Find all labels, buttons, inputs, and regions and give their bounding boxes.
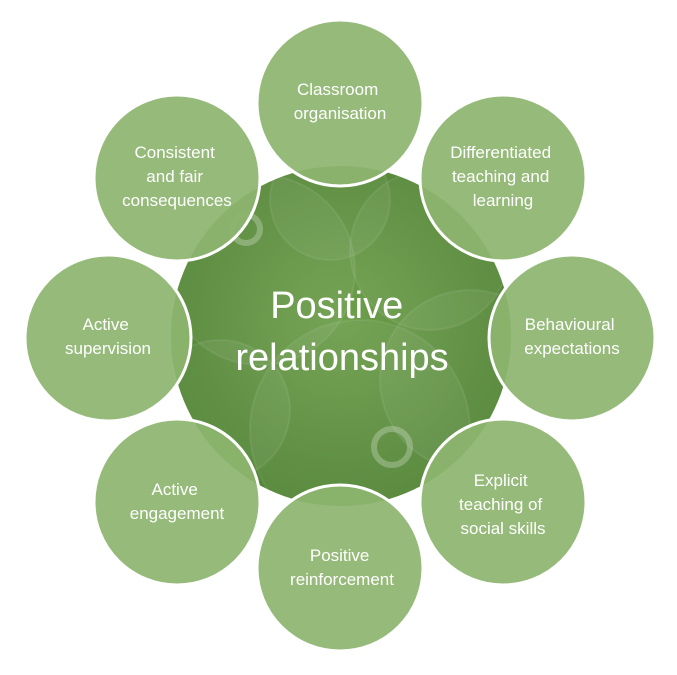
node-differentiated-teaching: Differentiated teaching and learning bbox=[418, 93, 588, 263]
node-label: Behavioural expectations bbox=[524, 315, 619, 358]
node-label-line: learning bbox=[473, 191, 534, 210]
node-consistent-consequences: Consistent and fair consequences bbox=[92, 93, 262, 263]
node-label-line: Explicit bbox=[474, 471, 528, 490]
node-label-line: and fair bbox=[146, 167, 203, 186]
node-label-line: consequences bbox=[122, 191, 232, 210]
node-label-line: Classroom bbox=[297, 80, 378, 99]
node-positive-reinforcement: Positive reinforcement bbox=[255, 483, 425, 653]
node-circle bbox=[92, 93, 262, 263]
node-label-line: supervision bbox=[65, 339, 151, 358]
node-label-line: teaching of bbox=[459, 495, 542, 514]
node-circle bbox=[418, 93, 588, 263]
center-title-line-2: relationships bbox=[235, 337, 448, 379]
node-active-engagement: Active engagement bbox=[92, 417, 262, 587]
center-title-line-1: Positive bbox=[270, 285, 403, 327]
node-label-line: teaching and bbox=[452, 167, 549, 186]
node-explicit-teaching: Explicit teaching of social skills bbox=[418, 417, 588, 587]
node-circle bbox=[487, 253, 657, 423]
node-label-line: Active bbox=[82, 315, 128, 334]
node-label: Active engagement bbox=[130, 480, 225, 523]
node-label-line: Active bbox=[151, 480, 197, 499]
node-behavioural-expectations: Behavioural expectations bbox=[487, 253, 657, 423]
node-label-line: organisation bbox=[294, 104, 387, 123]
center-title: Positive relationships bbox=[235, 285, 448, 379]
node-classroom-organisation: Classroom organisation bbox=[255, 18, 425, 188]
node-label-line: Behavioural bbox=[525, 315, 615, 334]
node-circle bbox=[92, 417, 262, 587]
node-label-line: reinforcement bbox=[290, 570, 394, 589]
node-label-line: social skills bbox=[460, 519, 545, 538]
node-circle bbox=[255, 18, 425, 188]
node-circle bbox=[255, 483, 425, 653]
center-circle bbox=[171, 166, 511, 506]
node-label: Differentiated teaching and learning bbox=[450, 143, 556, 210]
node-label-line: engagement bbox=[130, 504, 225, 523]
node-label-line: expectations bbox=[524, 339, 619, 358]
ring-ornament bbox=[371, 426, 413, 468]
node-active-supervision: Active supervision bbox=[23, 253, 193, 423]
node-label-line: Differentiated bbox=[450, 143, 551, 162]
node-label: Positive reinforcement bbox=[290, 546, 394, 589]
node-label-line: Consistent bbox=[134, 143, 215, 162]
node-circle bbox=[418, 417, 588, 587]
node-label: Classroom organisation bbox=[294, 80, 387, 123]
node-label: Active supervision bbox=[65, 315, 151, 358]
node-label-line: Positive bbox=[310, 546, 370, 565]
node-label: Consistent and fair consequences bbox=[122, 143, 232, 210]
node-label: Explicit teaching of social skills bbox=[459, 471, 547, 538]
node-circle bbox=[23, 253, 193, 423]
